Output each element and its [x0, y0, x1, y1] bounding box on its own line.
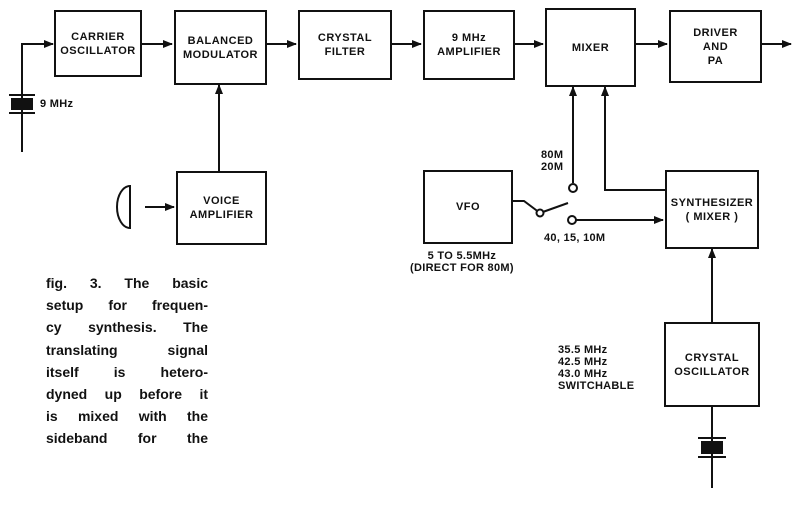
- caption-line: translating signal: [46, 341, 208, 358]
- microphone-icon: [116, 184, 131, 230]
- balanced-modulator-block: BALANCED MODULATOR: [174, 10, 267, 85]
- vfo-range-note: 5 TO 5.5MHz (DIRECT FOR 80M): [410, 250, 514, 274]
- switch-contact-bottom: [567, 215, 577, 225]
- voice-amplifier-label: VOICE AMPLIFIER: [189, 195, 254, 221]
- crystal-filter-label: CRYSTAL FILTER: [317, 32, 373, 58]
- carrier-oscillator-label: CARRIER OSCILLATOR: [60, 30, 136, 57]
- vfo-to-switch-line: [513, 200, 541, 214]
- switch-arm: [539, 202, 569, 214]
- mixer-block: MIXER: [545, 8, 636, 87]
- switch-contact-top: [568, 183, 578, 193]
- caption-line: dyned up before it: [46, 386, 208, 403]
- crystal-frequencies-note: 35.5 MHz 42.5 MHz 43.0 MHz SWITCHABLE: [558, 344, 635, 392]
- vfo-label: VFO: [455, 201, 481, 213]
- synthesizer-label: SYNTHESIZER ( MIXER ): [670, 196, 754, 223]
- crystal-filter-block: CRYSTAL FILTER: [298, 10, 392, 80]
- caption-line: setup for frequen-: [46, 297, 208, 314]
- vfo-block: VFO: [423, 170, 513, 244]
- balanced-modulator-label: BALANCED MODULATOR: [183, 34, 258, 61]
- caption-line: cy synthesis. The: [46, 319, 208, 336]
- driver-pa-label: DRIVER AND PA: [693, 26, 738, 67]
- caption-line: is mixed with the: [46, 408, 208, 425]
- voice-amplifier-block: VOICE AMPLIFIER: [176, 171, 267, 245]
- caption-line: itself is hetero-: [46, 363, 208, 380]
- crystal-oscillator-label: CRYSTAL OSCILLATOR: [674, 351, 750, 378]
- crystal-oscillator-block: CRYSTAL OSCILLATOR: [664, 322, 760, 407]
- carrier-oscillator-block: CARRIER OSCILLATOR: [54, 10, 142, 77]
- driver-pa-block: DRIVER AND PA: [669, 10, 762, 83]
- caption-line: fig. 3. The basic: [46, 275, 208, 291]
- switch-bottom-bands: 40, 15, 10M: [544, 232, 606, 244]
- figure-caption: fig. 3. The basic setup for frequen- cy …: [46, 272, 208, 450]
- carrier-crystal-icon: [9, 94, 35, 114]
- carrier-crystal-frequency: 9 MHz: [40, 98, 74, 110]
- if-amplifier-block: 9 MHz AMPLIFIER: [423, 10, 515, 80]
- if-amplifier-label: 9 MHz AMPLIFIER: [437, 32, 501, 58]
- caption-line: sideband for the: [46, 430, 208, 447]
- crystal-to-carrier-line: [21, 40, 54, 152]
- mixer-label: MIXER: [571, 41, 610, 54]
- synth-to-mixer-line: [601, 86, 666, 191]
- switch-top-bands: 80M 20M: [541, 149, 564, 173]
- oscillator-crystal-icon: [698, 437, 726, 458]
- switch-pivot: [535, 208, 545, 218]
- synthesizer-block: SYNTHESIZER ( MIXER ): [665, 170, 759, 249]
